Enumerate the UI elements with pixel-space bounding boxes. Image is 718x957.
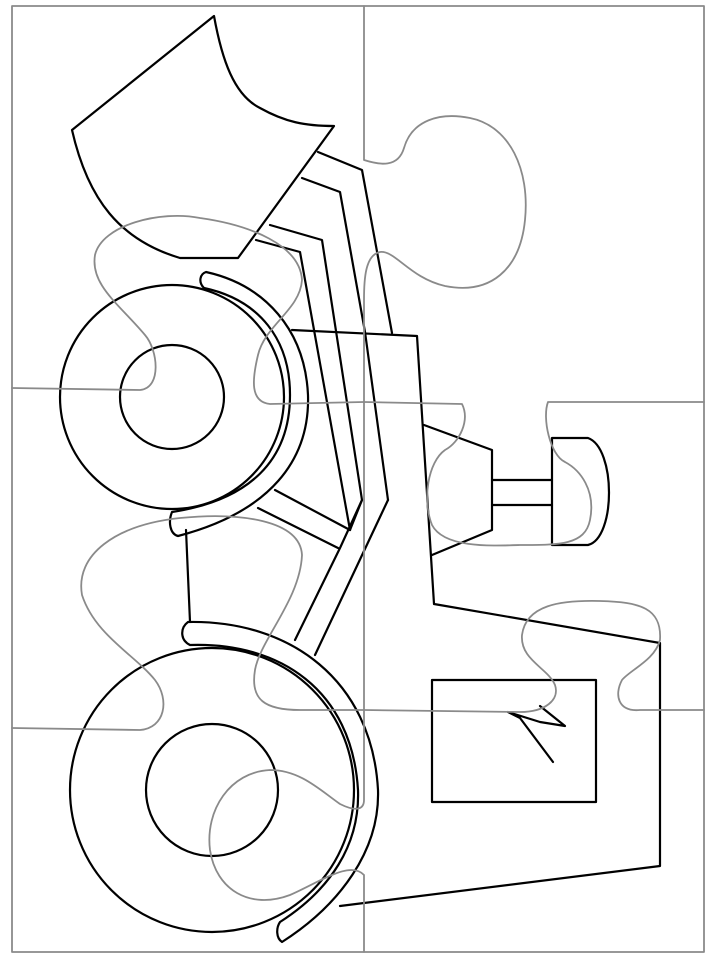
loader-brace-1 xyxy=(273,488,352,532)
puzzle-frame xyxy=(11,5,705,953)
rear-wheel-hub xyxy=(144,722,280,858)
cab-block xyxy=(422,423,494,557)
frame-diagonal xyxy=(313,498,390,657)
cut-horizontal-lower-right xyxy=(363,599,705,713)
cut-horizontal-upper-right xyxy=(363,401,705,547)
tractor-body xyxy=(290,328,662,908)
tractor-drawing xyxy=(58,14,662,944)
loader-arm-1 xyxy=(300,176,390,502)
front-fender xyxy=(168,270,310,538)
rear-wheel-tire xyxy=(68,646,356,934)
chassis-mid xyxy=(184,528,192,624)
rear-fender xyxy=(181,620,380,944)
steering-lever xyxy=(506,704,567,764)
cut-horizontal-upper-left xyxy=(11,214,365,405)
cut-vertical-bottom xyxy=(208,709,365,953)
front-wheel-tire xyxy=(58,283,286,511)
cut-vertical-top xyxy=(363,5,527,403)
exhaust-pipe xyxy=(490,478,554,507)
cut-horizontal-lower-left xyxy=(11,515,365,731)
exhaust-cap xyxy=(550,436,610,547)
cab-window xyxy=(430,678,598,804)
loader-bucket xyxy=(70,14,336,260)
front-wheel-hub xyxy=(118,343,226,451)
loader-arm-outer xyxy=(316,150,394,335)
loader-brace-2 xyxy=(256,506,340,550)
loader-arm-2 xyxy=(268,223,364,532)
frame-diagonal-inner xyxy=(293,498,364,642)
puzzle-cut-lines xyxy=(11,5,705,953)
loader-arm-3 xyxy=(254,238,352,532)
